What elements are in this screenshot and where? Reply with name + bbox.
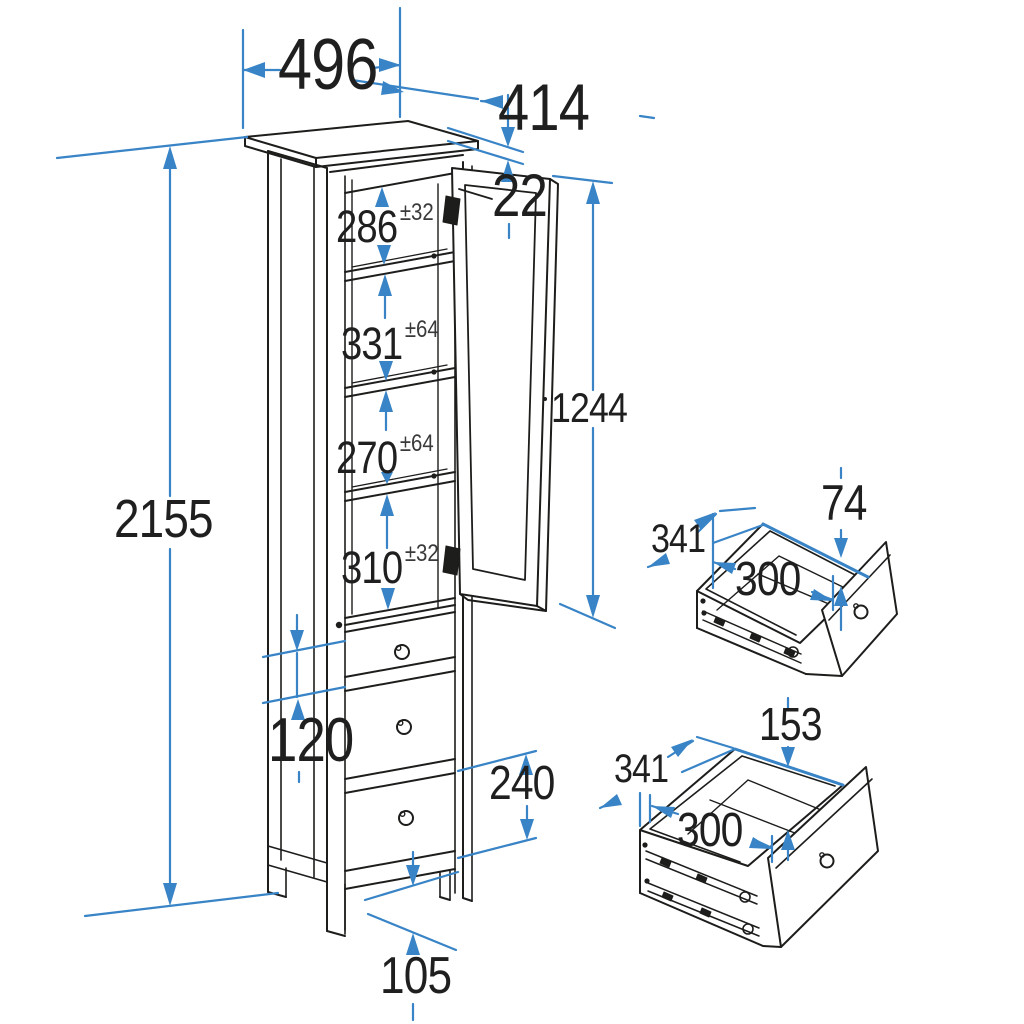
dim-small-drawer-width: 300: [735, 553, 801, 606]
dim-shelf-gap-3: 270±64: [336, 430, 434, 483]
dim-shelf-gap-4: 310±32: [341, 540, 439, 593]
dim-floor-clearance: 105: [380, 947, 452, 1005]
dim-shelf-gap-4-tolerance: ±32: [404, 540, 439, 567]
dim-drawer-front: 240: [489, 757, 555, 810]
dim-small-drawer-height: 74: [821, 475, 867, 531]
dim-top-drawer-front: 120: [268, 706, 354, 775]
dim-shelf-gap-1-tolerance: ±32: [399, 199, 434, 226]
dim-shelf-gap-3-tolerance: ±64: [399, 430, 434, 457]
dim-door-height: 1244: [551, 384, 628, 431]
dim-shelf-gap-2-tolerance: ±64: [404, 316, 439, 343]
dim-cabinet-width: 496: [278, 25, 378, 105]
dim-cabinet-depth: 414: [498, 70, 590, 144]
dim-shelf-gap-1: 286±32: [336, 199, 434, 252]
dim-panel-thickness: 22: [492, 162, 548, 229]
dim-small-drawer-depth: 341: [651, 517, 706, 561]
dim-shelf-gap-2: 331±64: [341, 316, 439, 369]
dim-large-drawer-depth: 341: [614, 747, 669, 791]
dim-overall-height: 2155: [114, 489, 214, 549]
dim-large-drawer-width: 300: [677, 804, 743, 857]
dim-large-drawer-height: 153: [759, 698, 823, 750]
